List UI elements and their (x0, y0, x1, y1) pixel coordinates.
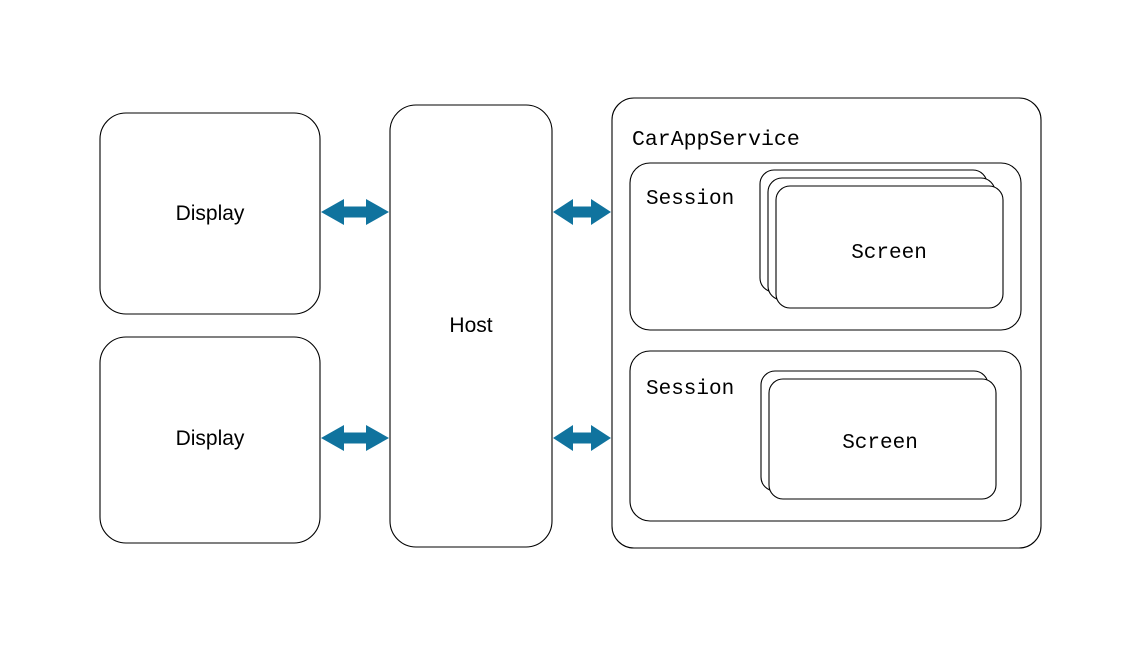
display-top-node[interactable]: Display (99, 112, 321, 315)
display-bottom-box (99, 336, 321, 544)
double-arrow-icon (321, 199, 389, 225)
session-one-screen-label: Screen (851, 242, 927, 265)
session-one-screen-card-front[interactable] (775, 185, 1004, 309)
host-node[interactable]: Host (389, 104, 553, 548)
session-one-label: Session (646, 188, 734, 211)
display-bottom-label: Display (176, 427, 245, 450)
car-app-service-node[interactable]: CarAppService Session Screen Session Scr… (611, 97, 1042, 549)
connector-host-to-session-one[interactable] (553, 199, 611, 225)
session-two-node[interactable]: Session Screen (629, 350, 1022, 522)
session-two-label: Session (646, 378, 734, 401)
car-app-service-label: CarAppService (632, 128, 800, 152)
session-one-node[interactable]: Session Screen (629, 162, 1022, 331)
host-label: Host (449, 314, 492, 337)
connector-display-top-to-host[interactable] (321, 199, 389, 225)
display-top-box (99, 112, 321, 315)
connector-host-to-session-two[interactable] (553, 425, 611, 451)
double-arrow-icon (553, 199, 611, 225)
session-two-screen-card-front[interactable] (768, 378, 997, 500)
double-arrow-icon (553, 425, 611, 451)
double-arrow-icon (321, 425, 389, 451)
connector-display-bottom-to-host[interactable] (321, 425, 389, 451)
host-box (389, 104, 553, 548)
display-top-label: Display (176, 202, 245, 225)
session-two-screen-label: Screen (842, 432, 918, 455)
display-bottom-node[interactable]: Display (99, 336, 321, 544)
